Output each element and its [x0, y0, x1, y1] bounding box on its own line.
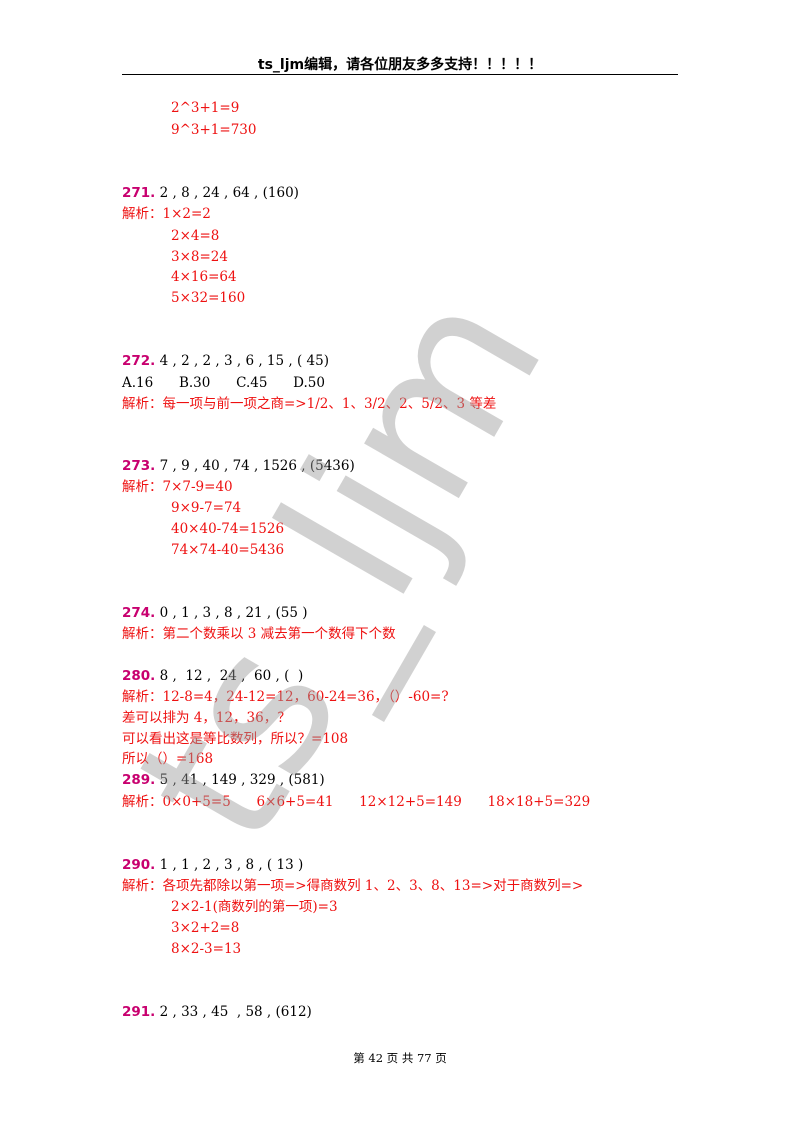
text-line: 4×16=64 [171, 269, 237, 285]
question-273: 273. 7 , 9 , 40 , 74 , 1526 , (5436) [122, 457, 355, 475]
question-number: 280. [122, 668, 156, 684]
text-line: 3×8=24 [171, 249, 228, 265]
question-number: 290. [122, 857, 156, 873]
question-291: 291. 2 , 33 , 45 , 58 , (612) [122, 1003, 312, 1021]
text-line: 差可以排为 4，12，36，？ [122, 710, 291, 726]
question-290: 290. 1 , 1 , 2 , 3 , 8 , ( 13 ) [122, 856, 303, 874]
analysis-line: 解析：7×7-9=40 [122, 479, 233, 495]
text-line: 40×40-74=1526 [171, 521, 285, 537]
question-289: 289. 5 , 41 , 149 , 329 , (581) [122, 771, 325, 789]
question-272: 272. 4 , 2 , 2 , 3 , 6 , 15 , ( 45) [122, 352, 329, 370]
question-number: 289. [122, 772, 156, 788]
question-sequence: 4 , 2 , 2 , 3 , 6 , 15 , ( 45) [155, 353, 329, 369]
text-line: 所以（）=168 [122, 751, 214, 767]
question-274: 274. 0 , 1 , 3 , 8 , 21 , (55 ) [122, 604, 308, 622]
question-number: 274. [122, 605, 156, 621]
page-header-title: ts_ljm编辑，请各位朋友多多支持！！！！！ [257, 57, 543, 73]
text-line: 9×9-7=74 [171, 500, 242, 516]
question-280: 280. 8 , 12 , 24 , 60 , ( ) [122, 667, 303, 685]
question-sequence: 7 , 9 , 40 , 74 , 1526 , (5436) [155, 458, 355, 474]
analysis-line: 解析：12-8=4，24-12=12，60-24=36，（）-60=? [122, 689, 449, 705]
question-number: 271. [122, 185, 156, 201]
question-number: 291. [122, 1004, 156, 1020]
text-line: 2×2-1(商数列的第一项)=3 [171, 899, 338, 915]
text-line: 3×2+2=8 [171, 920, 240, 936]
text-line: 74×74-40=5436 [171, 542, 285, 558]
question-sequence: 8 , 12 , 24 , 60 , ( ) [155, 668, 304, 684]
question-number: 273. [122, 458, 156, 474]
answer-options: A.16 B.30 C.45 D.50 [122, 375, 325, 391]
text-line: 9^3+1=730 [171, 122, 257, 138]
analysis-line: 解析：1×2=2 [122, 206, 211, 222]
analysis-line: 解析：第二个数乘以 3 减去第一个数得下个数 [122, 626, 396, 642]
text-line: 8×2-3=13 [171, 941, 242, 957]
page-footer: 第 42 页 共 77 页 [353, 1051, 447, 1065]
header-divider [122, 74, 678, 75]
question-number: 272. [122, 353, 156, 369]
analysis-line: 解析：各项先都除以第一项=>得商数列 1、2、3、8、13=>对于商数列=> [122, 878, 584, 894]
question-sequence: 5 , 41 , 149 , 329 , (581) [155, 772, 325, 788]
text-line: 5×32=160 [171, 290, 246, 306]
text-line: 2×4=8 [171, 228, 220, 244]
question-sequence: 2 , 33 , 45 , 58 , (612) [155, 1004, 312, 1020]
question-sequence: 2 , 8 , 24 , 64 , (160) [155, 185, 299, 201]
analysis-line: 解析：0×0+5=5 6×6+5=41 12×12+5=149 18×18+5=… [122, 794, 591, 810]
question-sequence: 0 , 1 , 3 , 8 , 21 , (55 ) [155, 605, 308, 621]
text-line: 2^3+1=9 [171, 100, 240, 116]
text-line: 可以看出这是等比数列，所以？=108 [122, 731, 349, 747]
question-271: 271. 2 , 8 , 24 , 64 , (160) [122, 184, 299, 202]
analysis-line: 解析：每一项与前一项之商=>1/2、1、3/2、2、5/2、3 等差 [122, 396, 497, 412]
question-sequence: 1 , 1 , 2 , 3 , 8 , ( 13 ) [155, 857, 304, 873]
